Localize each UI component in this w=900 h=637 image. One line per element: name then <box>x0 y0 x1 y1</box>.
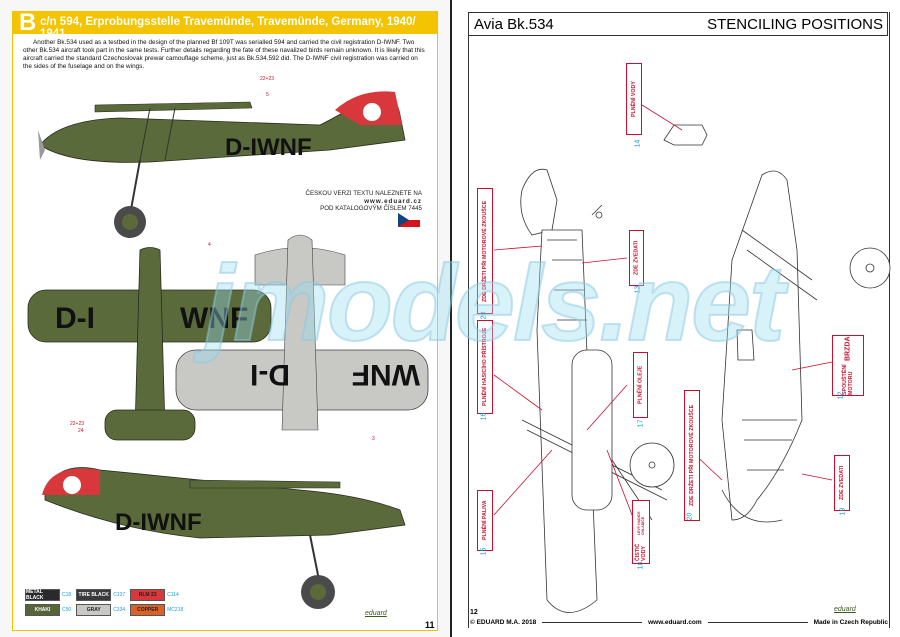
callout-fuel-fill: PLNĚNÍ PALIVA <box>477 490 493 551</box>
stencil-ref: 24 <box>78 428 84 434</box>
footer-url[interactable]: www.eduard.com <box>648 619 702 626</box>
czech-version-note: ČESKOU VERZI TEXTU NALEZNETE NA www.edua… <box>287 190 422 213</box>
aircraft-name: Avia Bk.534 <box>474 16 554 33</box>
footer-divider <box>542 622 643 623</box>
callout-number: 18 <box>637 561 645 570</box>
callout-hold-engine-test: ZDE DRŽETI PŘI MOTOROVÉ ZKOUŠCE <box>477 188 493 314</box>
aircraft-side-view-right <box>721 170 891 523</box>
page-title: STENCILING POSITIONS <box>707 16 883 33</box>
stencil-ref: 22+23 <box>70 421 84 427</box>
eduard-logo: eduard <box>834 606 856 613</box>
callout-lift-here: ZDE ZVEDATI <box>629 230 644 286</box>
callout-number: 16 <box>480 412 488 421</box>
lower-wing-reg-left: D-I <box>250 358 290 391</box>
czech-note-url[interactable]: www.eduard.cz <box>364 197 422 205</box>
czech-note-line: ČESKOU VERZI TEXTU NALEZNETE NA <box>305 190 422 197</box>
callout-extinguisher-fill: PLNĚNÍ HASICÍHO PŘÍSTROJE <box>477 320 493 414</box>
side-profile-bottom: D-IWNF <box>42 467 406 609</box>
aircraft-side-view-left <box>520 168 675 613</box>
upper-wing-reg-right: WNF <box>180 302 248 335</box>
callout-subtext: LEVÝ HADICE CHLADIČE <box>637 511 645 536</box>
aircraft-profiles: D-IWNF D-I WNF D-I WNF D-IWNF 22 <box>27 76 429 609</box>
callout-water-fill: PLNĚNÍ VODY <box>626 63 642 135</box>
callout-lift-here-2: ZDE ZVEDATI <box>834 455 850 511</box>
callout-number: 20 <box>480 311 488 320</box>
callout-number: 13 <box>634 285 642 294</box>
stencil-ref: 5 <box>266 92 269 98</box>
color-code: C334 <box>113 606 126 613</box>
footer-copyright: © EDUARD M.A. 2018 <box>470 619 537 626</box>
callout-number: 14 <box>634 139 642 148</box>
stencil-diagrams <box>493 104 891 613</box>
cowling-front-view <box>663 124 708 146</box>
color-code: MC218 <box>167 606 184 613</box>
callout-number: 19 <box>839 507 847 516</box>
scheme-letter: B <box>19 9 37 36</box>
page-number: 12 <box>470 609 478 616</box>
side-profile-top: D-IWNF <box>38 91 406 238</box>
callout-number: 15 <box>480 547 488 556</box>
callout-hold-engine-test-2: ZDE DRŽETI PŘI MOTOROVÉ ZKOUŠCE <box>684 390 700 521</box>
czech-note-line: POD KATALOGOVÝM ČÍSLEM 7445 <box>320 205 422 212</box>
swatch-gray: GRAY <box>76 604 112 616</box>
color-code: C18 <box>62 591 72 598</box>
callout-text: SPOUŠTĚNÍ MOTORU <box>842 363 854 395</box>
czech-flag-icon <box>398 213 420 227</box>
color-code: C137 <box>113 591 126 598</box>
callout-text: ČISTIČ VODY <box>635 543 647 561</box>
upper-wing-reg-left: D-I <box>55 302 95 335</box>
page-footer: © EDUARD M.A. 2018 www.eduard.com Made i… <box>470 619 888 626</box>
page-header: Avia Bk.534 STENCILING POSITIONS <box>468 12 888 36</box>
fuselage-registration-top: D-IWNF <box>225 134 312 161</box>
lower-wing-planform: D-I WNF <box>175 234 429 431</box>
scheme-header: B c/n 594, Erprobungsstelle Travemünde, … <box>13 9 437 40</box>
color-code: C50 <box>62 606 72 613</box>
page-frame <box>468 12 890 628</box>
page-number: 11 <box>425 620 435 630</box>
scheme-description: Another Bk.534 used as a testbed in the … <box>23 39 425 70</box>
callout-oil-fill: PLNĚNÍ OLEJE <box>633 352 648 418</box>
color-code: C114 <box>167 591 179 598</box>
swatch-rlm-23: RLM 23 <box>130 589 166 601</box>
stencil-ref: 4 <box>208 242 211 248</box>
eduard-logo: eduard <box>365 610 387 617</box>
scheme-title: c/n 594, Erprobungsstelle Travemünde, Tr… <box>40 16 416 40</box>
right-page: Avia Bk.534 STENCILING POSITIONS <box>450 0 900 637</box>
swatch-tire-black: TIRE BLACK <box>76 589 112 601</box>
callout-water-cleaner: ČISTIČ VODY LEVÝ HADICE CHLADIČE <box>632 500 650 564</box>
color-legend-row-2: KHAKI C50 GRAY C334 COPPER MC218 <box>25 604 183 616</box>
lower-wing-reg-right: WNF <box>352 358 420 391</box>
swatch-khaki: KHAKI <box>25 604 60 616</box>
footer-made-in: Made in Czech Republic <box>813 619 888 626</box>
swatch-copper: COPPER <box>130 604 166 616</box>
callout-number: 12 <box>837 391 845 400</box>
callout-number: 17 <box>637 419 645 428</box>
color-legend-row-1: METAL BLACK C18 TIRE BLACK C137 RLM 23 C… <box>25 589 179 601</box>
callout-number: 20 <box>686 512 694 521</box>
callout-engine-start-brake: SPOUŠTĚNÍ MOTORU BRZDA <box>832 335 864 396</box>
left-page: B c/n 594, Erprobungsstelle Travemünde, … <box>12 9 438 631</box>
fuselage-registration-bottom: D-IWNF <box>115 509 202 536</box>
callout-subtext: BRZDA <box>844 336 852 361</box>
stencil-ref: 3 <box>372 436 375 442</box>
swatch-metal-black: METAL BLACK <box>25 589 60 601</box>
upper-wing-planform: D-I WNF <box>27 247 272 441</box>
callout-leader-lines <box>493 104 833 521</box>
stencil-ref: 22+23 <box>260 76 274 82</box>
footer-divider <box>707 622 808 623</box>
